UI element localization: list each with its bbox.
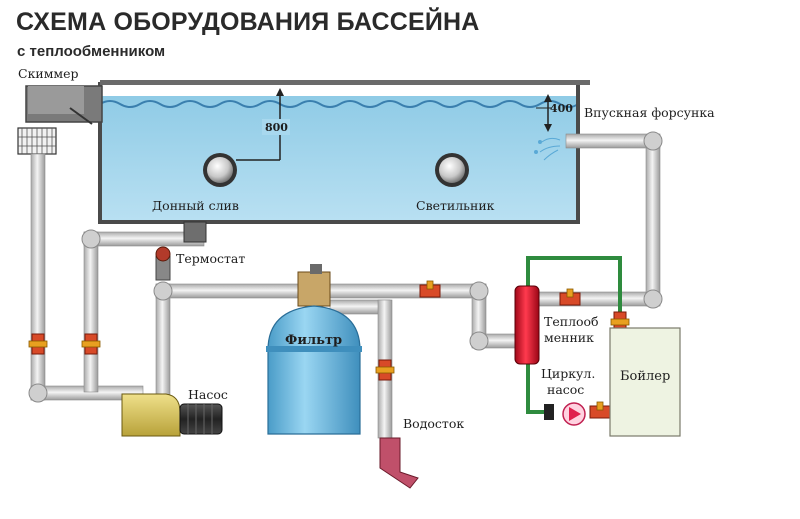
circulation-pump [562,402,586,426]
depth-dimension [236,88,290,161]
pool-basin [98,80,590,224]
skimmer-housing [28,86,84,114]
pool-edge [100,80,590,85]
filter [266,264,362,435]
boiler-label: Бойлер [620,369,670,384]
heat-exchanger-label-2: менник [544,330,594,345]
bottom-drain-label: Донный слив [152,198,239,213]
circulation-pump-label-1: Циркул. [541,366,595,381]
pump-label: Насос [188,387,228,402]
page-subtitle: с теплообменником [17,43,166,60]
pool-wall [98,82,580,224]
drain-outlet [379,437,419,489]
page-title: СХЕМА ОБОРУДОВАНИЯ БАССЕЙНА [16,8,480,36]
circulation-pump-label-2: насос [547,382,584,397]
inlet-nozzle-label: Впускная форсунка [584,105,715,120]
main-pump [121,393,223,437]
heat-exchanger-label-1: Теплооб [544,314,599,329]
thermostat [155,246,171,281]
drain-label: Водосток [403,416,464,431]
pool-water [100,96,578,222]
depth-value: 800 [265,121,288,134]
bottom-drain-lamp [203,153,237,187]
skimmer [17,85,103,155]
valves [28,280,630,420]
nozzle-spray [534,137,561,161]
water-surface [99,100,579,108]
nozzle-dimension [536,94,552,132]
heat-exchanger [514,285,540,365]
light-label: Светильник [416,198,495,213]
thermostat-label: Термостат [176,251,245,266]
boiler [609,327,681,437]
filter-label: Фильтр [285,333,342,348]
skimmer-label: Скиммер [18,66,79,81]
pool-light [435,153,469,187]
nozzle-depth-value: 400 [550,102,573,115]
skimmer-flap [69,107,93,125]
